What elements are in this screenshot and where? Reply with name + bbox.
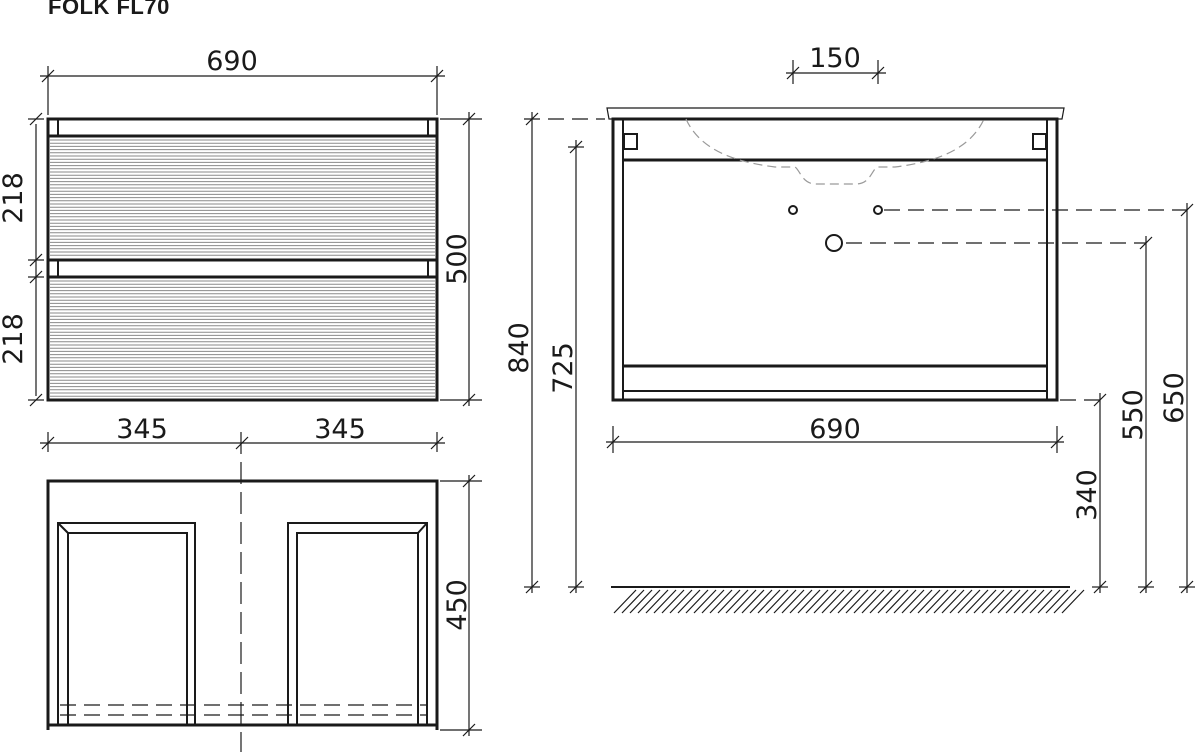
hatch-line — [941, 589, 965, 614]
hatch-line — [629, 589, 653, 614]
drawer-bottom-grooves — [50, 280, 435, 397]
hatch-line — [805, 589, 829, 614]
drawing-title: FOLK FL70 — [48, 0, 170, 19]
hatch-line — [845, 589, 869, 614]
half-right-label: 345 — [314, 414, 366, 445]
hatch-line — [1013, 589, 1037, 614]
install-view: 150 690 840 725 340 — [504, 43, 1195, 614]
body-top-height-label: 725 — [548, 342, 579, 394]
hatch-line — [973, 589, 997, 614]
hatch-line — [1053, 589, 1077, 614]
cabinet-outline — [611, 117, 1059, 402]
drain-hole — [825, 234, 843, 252]
front-view: 690 218 218 500 — [0, 46, 482, 407]
hatch-line — [661, 589, 685, 614]
hatch-line — [733, 589, 757, 614]
tap-spacing-label: 150 — [809, 43, 861, 74]
hatch-line — [901, 589, 925, 614]
hatch-line — [981, 589, 1005, 614]
hatch-line — [893, 589, 917, 614]
depth-label: 450 — [442, 579, 473, 631]
hatch-line — [989, 589, 1013, 614]
drawer-top-height-label: 218 — [0, 172, 29, 224]
hatch-line — [909, 589, 933, 614]
hatch-line — [725, 589, 749, 614]
hatch-line — [693, 589, 717, 614]
hatch-line — [645, 589, 669, 614]
hatch-line — [637, 589, 661, 614]
hatch-line — [925, 589, 949, 614]
hatch-line — [933, 589, 957, 614]
supply-height-label: 650 — [1159, 372, 1190, 424]
hatch-line — [877, 589, 901, 614]
hatch-line — [861, 589, 885, 614]
drawer-top-grooves — [50, 139, 435, 256]
hatch-line — [781, 589, 805, 614]
hatch-line — [685, 589, 709, 614]
hatch-line — [1005, 589, 1029, 614]
hatch-line — [797, 589, 821, 614]
hatch-line — [789, 589, 813, 614]
hatch-line — [757, 589, 781, 614]
floor-hatch — [613, 589, 1085, 614]
hatch-line — [949, 589, 973, 614]
hatch-line — [765, 589, 789, 614]
hatch-line — [741, 589, 765, 614]
hatch-line — [813, 589, 837, 614]
drawer-bottom-height-label: 218 — [0, 313, 29, 365]
side-width-label: 690 — [809, 414, 861, 445]
basin-outline — [685, 118, 985, 185]
hatch-line — [1029, 589, 1053, 614]
hatch-line — [885, 589, 909, 614]
floor-clearance-label: 340 — [1072, 469, 1103, 521]
hatch-line — [829, 589, 853, 614]
hatch-line — [709, 589, 733, 614]
hatch-line — [821, 589, 845, 614]
hatch-line — [1045, 589, 1069, 614]
dim-drawer-heights: 218 218 — [0, 112, 44, 407]
hatch-line — [957, 589, 981, 614]
hatch-line — [717, 589, 741, 614]
hatch-line — [997, 589, 1021, 614]
hatch-line — [749, 589, 773, 614]
drain-height-label: 550 — [1118, 389, 1149, 441]
total-height-label: 840 — [504, 322, 535, 374]
hatch-line — [669, 589, 693, 614]
hatch-line — [965, 589, 989, 614]
tap-hole-left — [788, 205, 798, 215]
hatch-line — [701, 589, 725, 614]
hatch-line — [837, 589, 861, 614]
hatch-line — [1061, 589, 1085, 614]
half-left-label: 345 — [116, 414, 168, 445]
hatch-line — [677, 589, 701, 614]
hatch-line — [773, 589, 797, 614]
dim-front-width: 690 — [40, 46, 445, 115]
hatch-line — [613, 589, 637, 614]
front-width-label: 690 — [206, 46, 258, 77]
hatch-line — [653, 589, 677, 614]
hatch-line — [917, 589, 941, 614]
tap-hole-right — [873, 205, 883, 215]
hatch-line — [869, 589, 893, 614]
top-view: 345 345 450 — [40, 414, 482, 752]
hatch-line — [853, 589, 877, 614]
hatch-line — [1021, 589, 1045, 614]
front-height-label: 500 — [442, 233, 473, 285]
dim-front-height: 500 — [440, 112, 482, 407]
hatch-line — [1037, 589, 1061, 614]
countertop — [606, 107, 1065, 120]
hatch-line — [621, 589, 645, 614]
top-outline — [46, 479, 439, 730]
